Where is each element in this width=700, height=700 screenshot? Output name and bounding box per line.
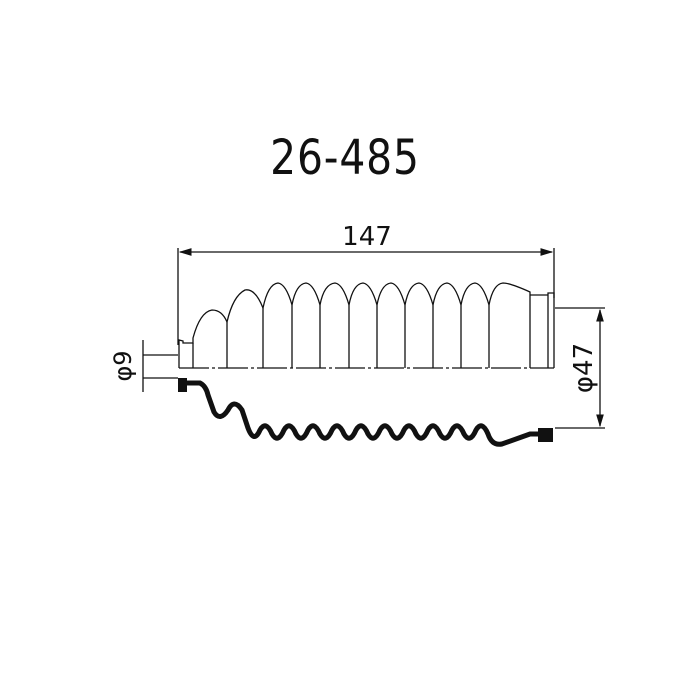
length-label: 147 (342, 222, 392, 252)
small-end-section (178, 378, 187, 392)
large-diameter-label: φ47 (569, 343, 599, 393)
bellows-end-flange (530, 292, 555, 368)
fold-lines (192, 305, 490, 368)
bellows-outline (178, 282, 531, 368)
large-end-section (538, 428, 553, 442)
part-number-title: 26-485 (270, 130, 420, 186)
small-diameter-label: φ9 (109, 350, 137, 381)
bellows-cross-section (181, 380, 550, 447)
